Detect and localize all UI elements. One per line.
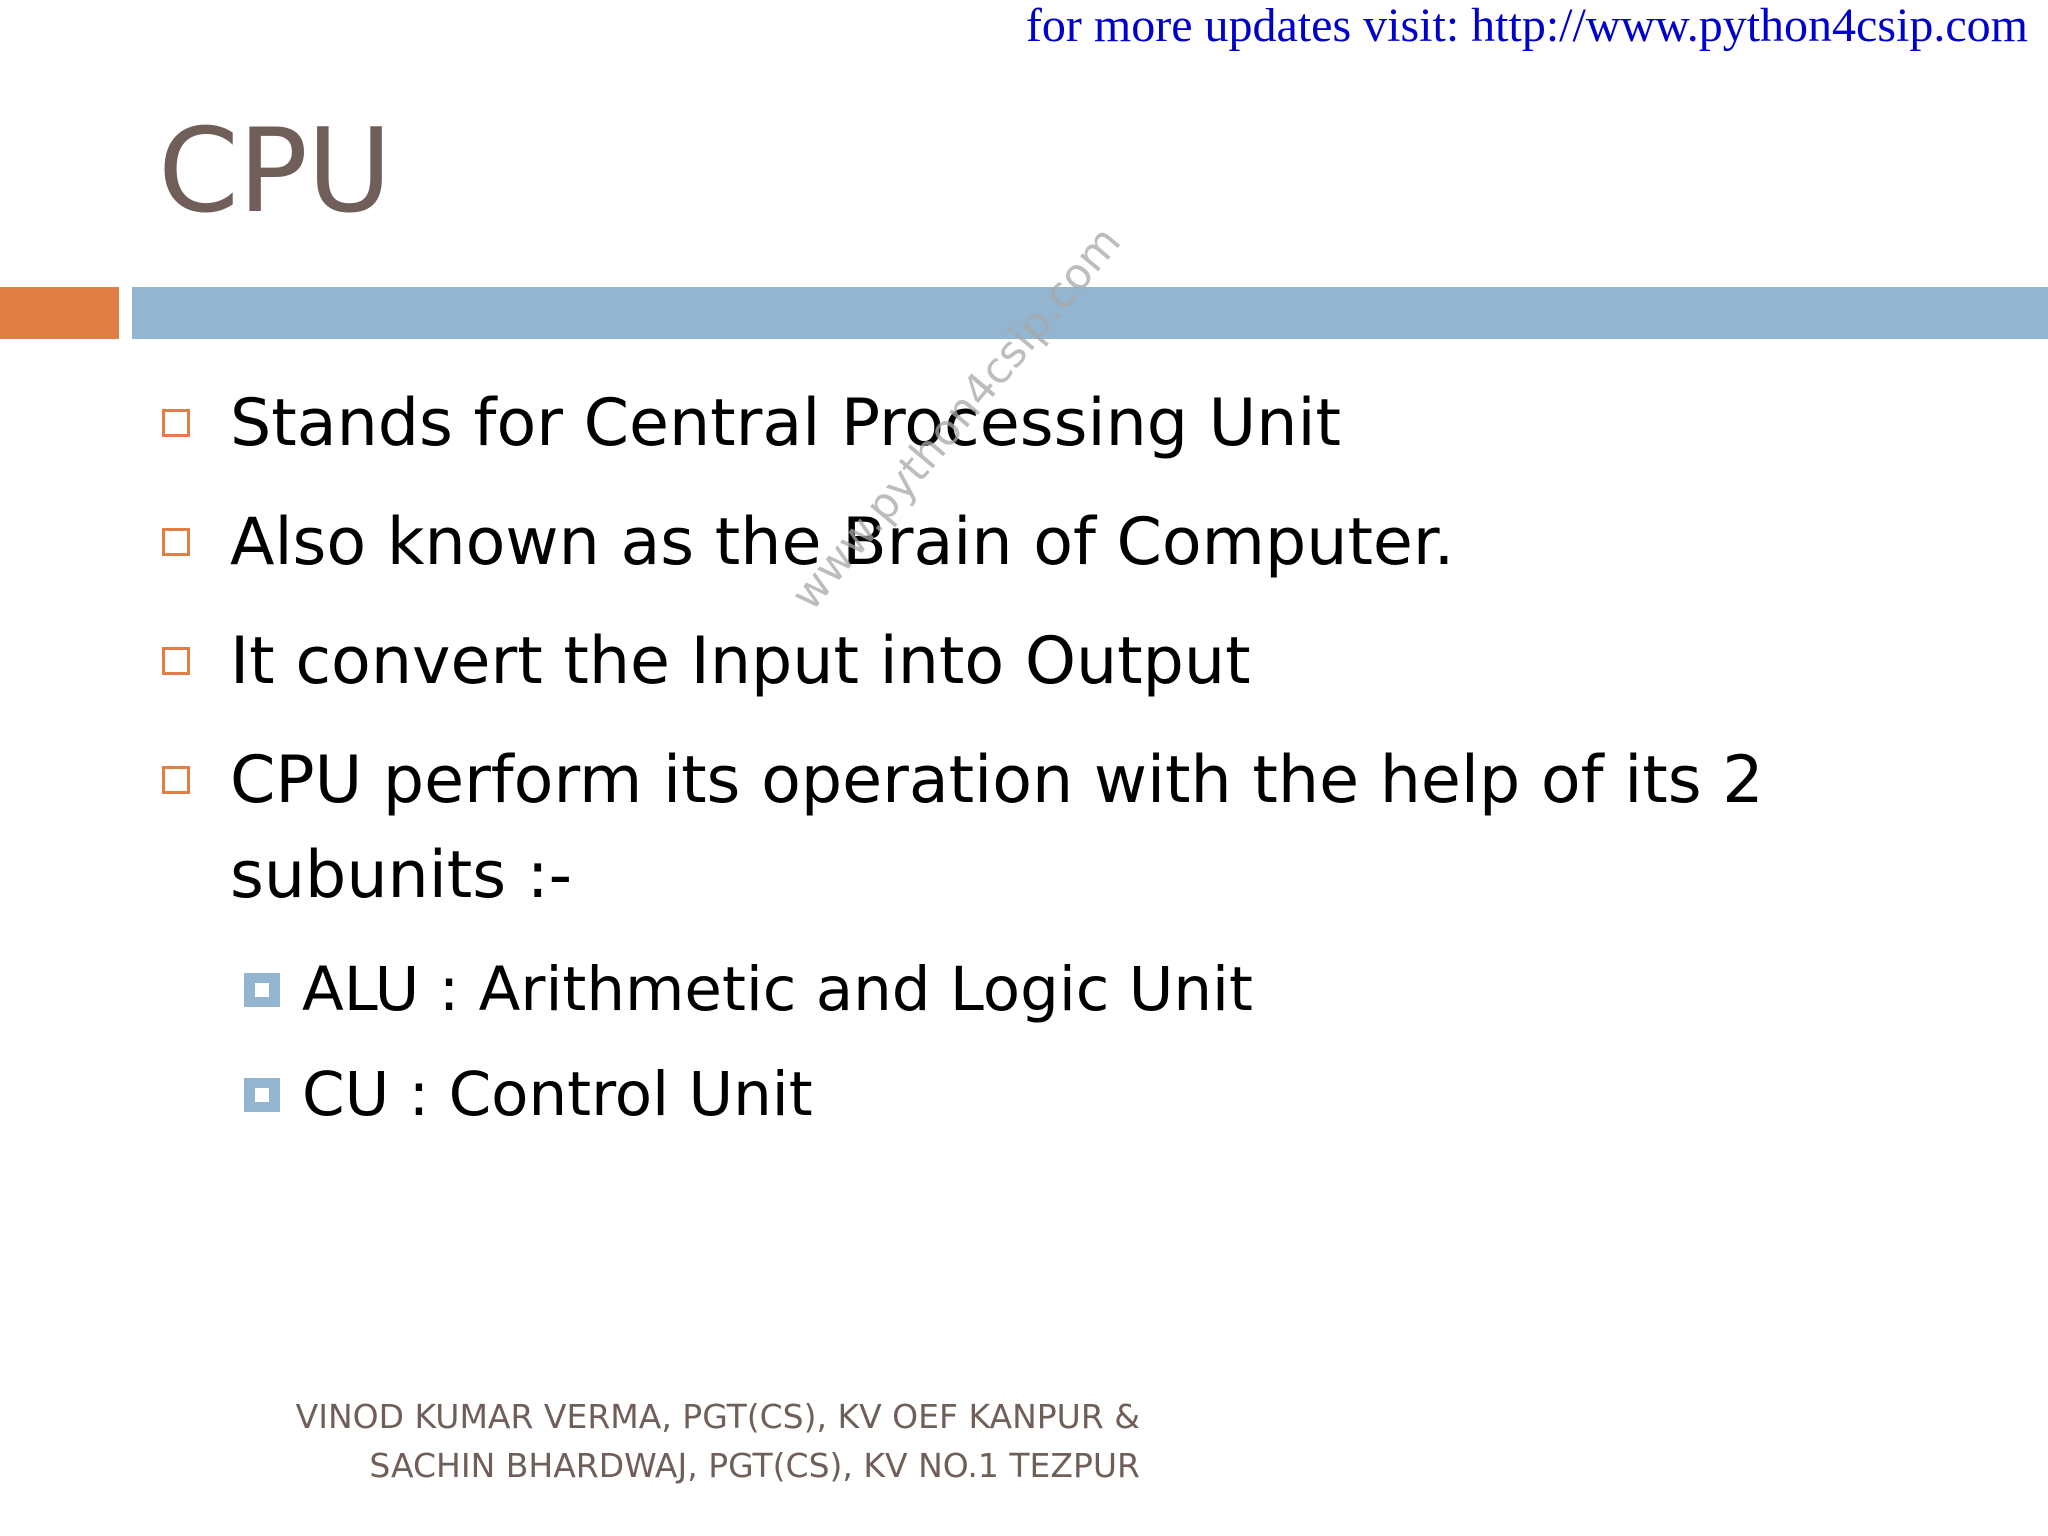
bullet-text: subunits :- [230,838,573,913]
footer-line-2: SACHIN BHARDWAJ, PGT(CS), KV NO.1 TEZPUR [369,1446,1140,1485]
bullet-item: CPU perform its operation with the help … [162,733,1764,828]
bullet-text: Also known as the Brain of Computer. [230,505,1455,580]
slide-title: CPU [158,104,392,239]
header-link[interactable]: for more updates visit: http://www.pytho… [1025,0,2028,52]
bullet-item: Stands for Central Processing Unit [162,376,1341,471]
sub-bullet-text: ALU : Arithmetic and Logic Unit [302,954,1253,1025]
bullet-text: It convert the Input into Output [230,624,1251,699]
bullet-text: Stands for Central Processing Unit [230,386,1341,461]
sub-bullet-item: ALU : Arithmetic and Logic Unit [244,947,1253,1033]
filled-square-bullet-icon [244,1078,280,1112]
square-bullet-icon [162,528,190,556]
bullet-item: It convert the Input into Output [162,614,1251,709]
accent-bar-orange [0,287,119,339]
footer-credits: VINOD KUMAR VERMA, PGT(CS), KV OEF KANPU… [280,1392,1140,1490]
bullet-item-continuation: subunits :- [230,828,572,923]
footer-line-1: VINOD KUMAR VERMA, PGT(CS), KV OEF KANPU… [295,1397,1140,1436]
sub-bullet-item: CU : Control Unit [244,1052,813,1138]
accent-bar-blue [132,287,2048,339]
square-bullet-icon [162,409,190,437]
bullet-item: Also known as the Brain of Computer. [162,495,1455,590]
square-bullet-icon [162,647,190,675]
filled-square-bullet-icon [244,973,280,1007]
square-bullet-icon [162,766,190,794]
sub-bullet-text: CU : Control Unit [302,1059,813,1130]
bullet-text: CPU perform its operation with the help … [230,743,1764,818]
